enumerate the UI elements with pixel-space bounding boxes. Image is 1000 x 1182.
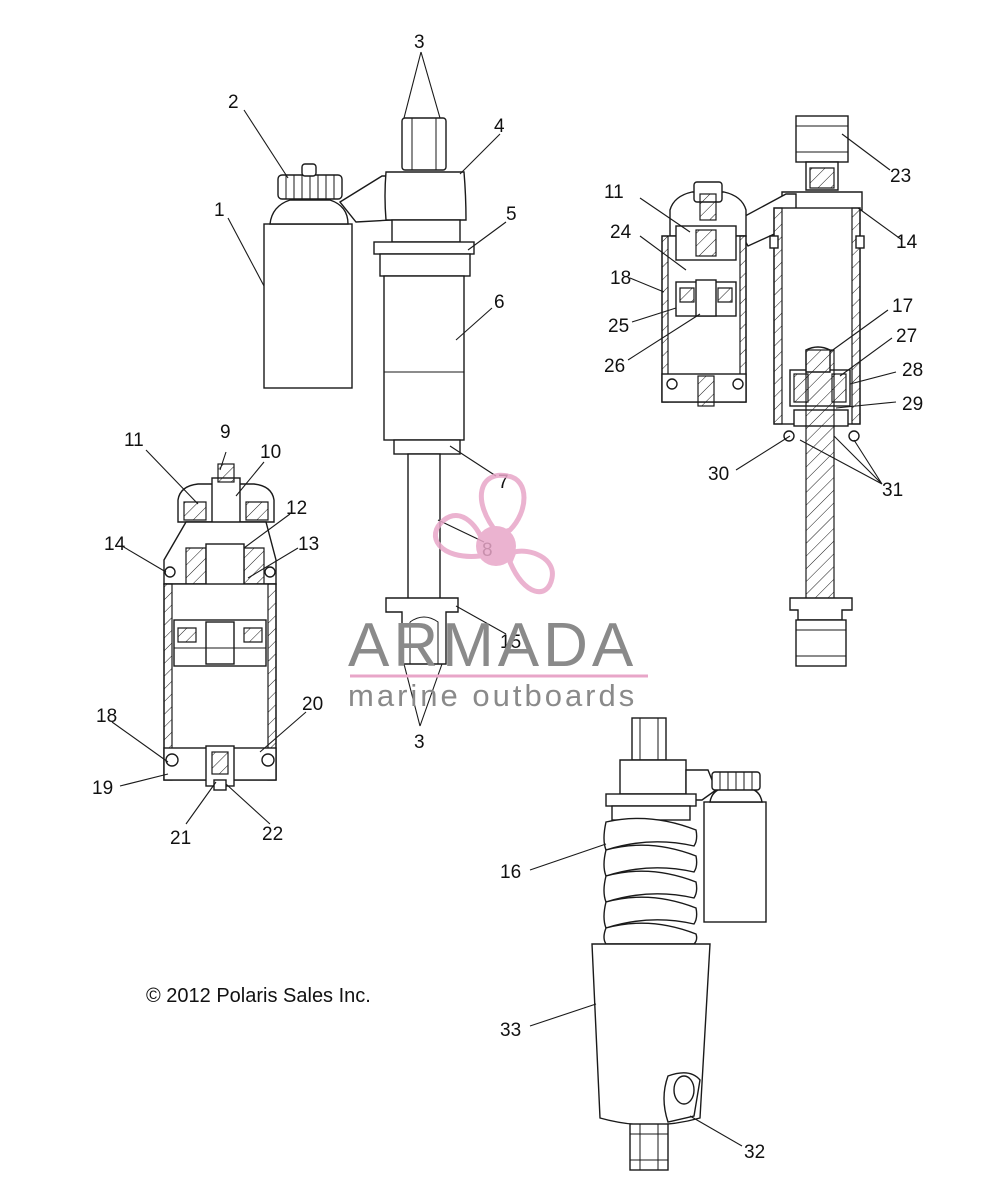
- callout-6: 6: [494, 292, 505, 313]
- callout-28: 28: [902, 360, 923, 381]
- callout-1: 1: [214, 200, 225, 221]
- main-shock-assembly: [263, 117, 475, 665]
- callout-7: 7: [498, 472, 509, 493]
- watermark-subtitle: marine outboards: [348, 678, 637, 713]
- callout-24: 24: [610, 222, 632, 243]
- callout-14-right: 14: [896, 232, 918, 253]
- callout-15: 15: [500, 632, 521, 653]
- callout-23: 23: [890, 166, 911, 187]
- callout-18-right: 18: [610, 268, 631, 289]
- shock-with-spring-assembly: [591, 717, 767, 1171]
- callout-20: 20: [302, 694, 323, 715]
- callout-5: 5: [506, 204, 517, 225]
- callout-31: 31: [882, 480, 903, 501]
- callout-16: 16: [500, 862, 521, 883]
- callout-27: 27: [896, 326, 917, 347]
- callout-4: 4: [494, 116, 505, 137]
- callout-33: 33: [500, 1020, 521, 1041]
- callout-3-bottom: 3: [414, 732, 425, 753]
- callout-labels: 1 2 3 4 5 6 7 8 9 10 11 12 13 14 15 3 18…: [92, 32, 923, 1163]
- armada-watermark: ARMADA marine outboards: [348, 472, 648, 713]
- callout-2: 2: [228, 92, 239, 113]
- callout-25: 25: [608, 316, 629, 337]
- callout-30: 30: [708, 464, 729, 485]
- callout-29: 29: [902, 394, 923, 415]
- watermark-title: ARMADA: [348, 611, 637, 680]
- callout-17: 17: [892, 296, 913, 317]
- callout-19: 19: [92, 778, 113, 799]
- callout-26: 26: [604, 356, 625, 377]
- callout-18-left: 18: [96, 706, 117, 727]
- propeller-logo-icon: [432, 472, 555, 595]
- copyright-notice: © 2012 Polaris Sales Inc.: [146, 985, 371, 1007]
- callout-9: 9: [220, 422, 231, 443]
- leader-lines: [111, 51, 903, 1147]
- callout-11-right: 11: [604, 182, 624, 203]
- callout-11-left: 11: [124, 430, 144, 451]
- callout-32: 32: [744, 1142, 765, 1163]
- reservoir-cross-section: [163, 463, 277, 791]
- callout-10: 10: [260, 442, 281, 463]
- callout-22: 22: [262, 824, 283, 845]
- callout-12: 12: [286, 498, 307, 519]
- callout-21: 21: [170, 828, 191, 849]
- callout-14-left: 14: [104, 534, 126, 555]
- callout-13: 13: [298, 534, 319, 555]
- shock-cross-section: [661, 115, 865, 667]
- callout-3-top: 3: [414, 32, 425, 53]
